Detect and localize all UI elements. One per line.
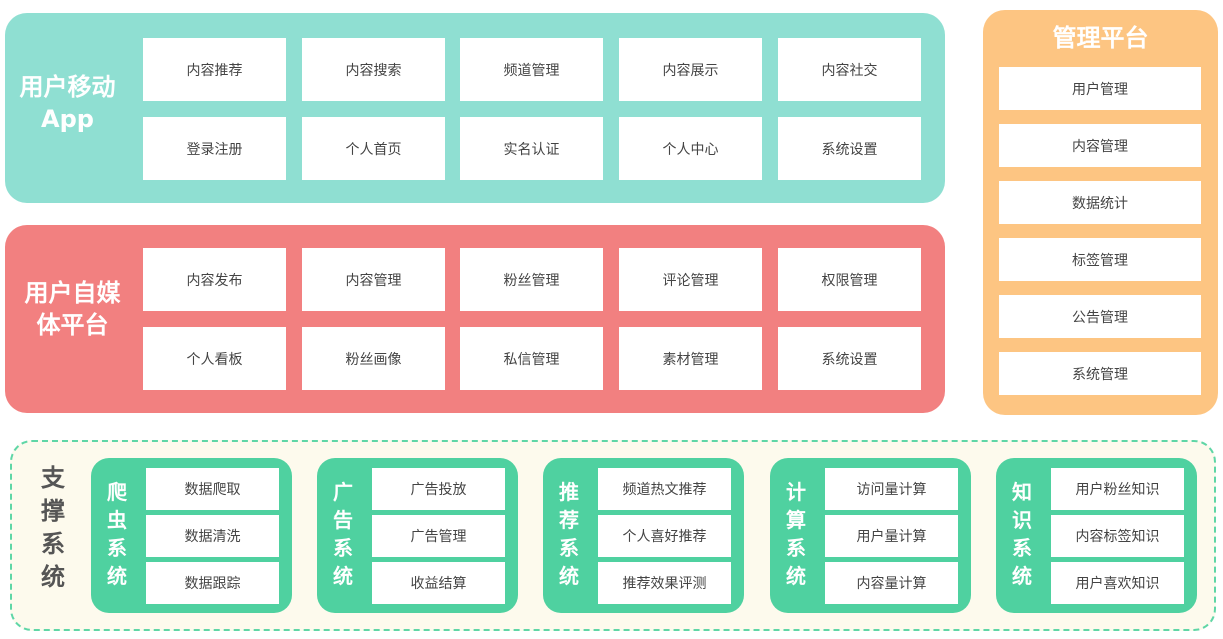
subsystem-title: 计算系统 [786,480,806,588]
mobile-item[interactable]: 登录注册 [143,117,286,180]
media-item[interactable]: 评论管理 [619,248,762,311]
subsystem-box: 爬虫系统数据爬取数据清洗数据跟踪 [91,458,292,613]
support-system-title: 支撑系统 [41,464,65,591]
media-item[interactable]: 粉丝管理 [460,248,603,311]
subsystem-item[interactable]: 数据爬取 [146,468,279,510]
subsystem-item[interactable]: 个人喜好推荐 [598,515,731,557]
subsystem-title: 知识系统 [1012,480,1032,588]
admin-item[interactable]: 公告管理 [999,295,1201,338]
mobile-item[interactable]: 内容社交 [778,38,921,101]
media-platform-title: 用户自媒体平台 [24,279,121,339]
subsystem-item[interactable]: 用户粉丝知识 [1051,468,1184,510]
subsystem-item[interactable]: 内容标签知识 [1051,515,1184,557]
subsystem-item[interactable]: 用户喜欢知识 [1051,562,1184,604]
subsystem-box: 计算系统访问量计算用户量计算内容量计算 [770,458,971,613]
subsystem-item[interactable]: 数据跟踪 [146,562,279,604]
media-item[interactable]: 权限管理 [778,248,921,311]
mobile-item[interactable]: 内容展示 [619,38,762,101]
mobile-app-title: 用户移动App [19,73,116,133]
subsystem-title: 广告系统 [333,480,353,588]
subsystem-item[interactable]: 内容量计算 [825,562,958,604]
media-item[interactable]: 内容发布 [143,248,286,311]
subsystem-title: 爬虫系统 [107,480,127,588]
mobile-item[interactable]: 系统设置 [778,117,921,180]
admin-platform-panel: 管理平台 用户管理内容管理数据统计标签管理公告管理系统管理 [983,10,1218,415]
mobile-item[interactable]: 内容推荐 [143,38,286,101]
subsystem-title: 推荐系统 [559,480,579,588]
mobile-item[interactable]: 实名认证 [460,117,603,180]
media-item[interactable]: 个人看板 [143,327,286,390]
admin-item[interactable]: 用户管理 [999,67,1201,110]
admin-item[interactable]: 内容管理 [999,124,1201,167]
admin-item[interactable]: 系统管理 [999,352,1201,395]
subsystem-item[interactable]: 广告投放 [372,468,505,510]
media-item[interactable]: 系统设置 [778,327,921,390]
subsystem-item[interactable]: 用户量计算 [825,515,958,557]
subsystem-item[interactable]: 访问量计算 [825,468,958,510]
mobile-item[interactable]: 频道管理 [460,38,603,101]
subsystem-item[interactable]: 推荐效果评测 [598,562,731,604]
admin-item[interactable]: 标签管理 [999,238,1201,281]
subsystem-item[interactable]: 数据清洗 [146,515,279,557]
subsystem-item[interactable]: 频道热文推荐 [598,468,731,510]
media-item[interactable]: 私信管理 [460,327,603,390]
media-item[interactable]: 素材管理 [619,327,762,390]
subsystem-box: 知识系统用户粉丝知识内容标签知识用户喜欢知识 [996,458,1197,613]
mobile-item[interactable]: 内容搜索 [302,38,445,101]
media-item[interactable]: 内容管理 [302,248,445,311]
subsystem-item[interactable]: 广告管理 [372,515,505,557]
admin-item[interactable]: 数据统计 [999,181,1201,224]
subsystem-box: 推荐系统频道热文推荐个人喜好推荐推荐效果评测 [543,458,744,613]
subsystem-item[interactable]: 收益结算 [372,562,505,604]
mobile-item[interactable]: 个人首页 [302,117,445,180]
subsystem-box: 广告系统广告投放广告管理收益结算 [317,458,518,613]
media-item[interactable]: 粉丝画像 [302,327,445,390]
admin-platform-title: 管理平台 [1052,24,1149,52]
mobile-item[interactable]: 个人中心 [619,117,762,180]
